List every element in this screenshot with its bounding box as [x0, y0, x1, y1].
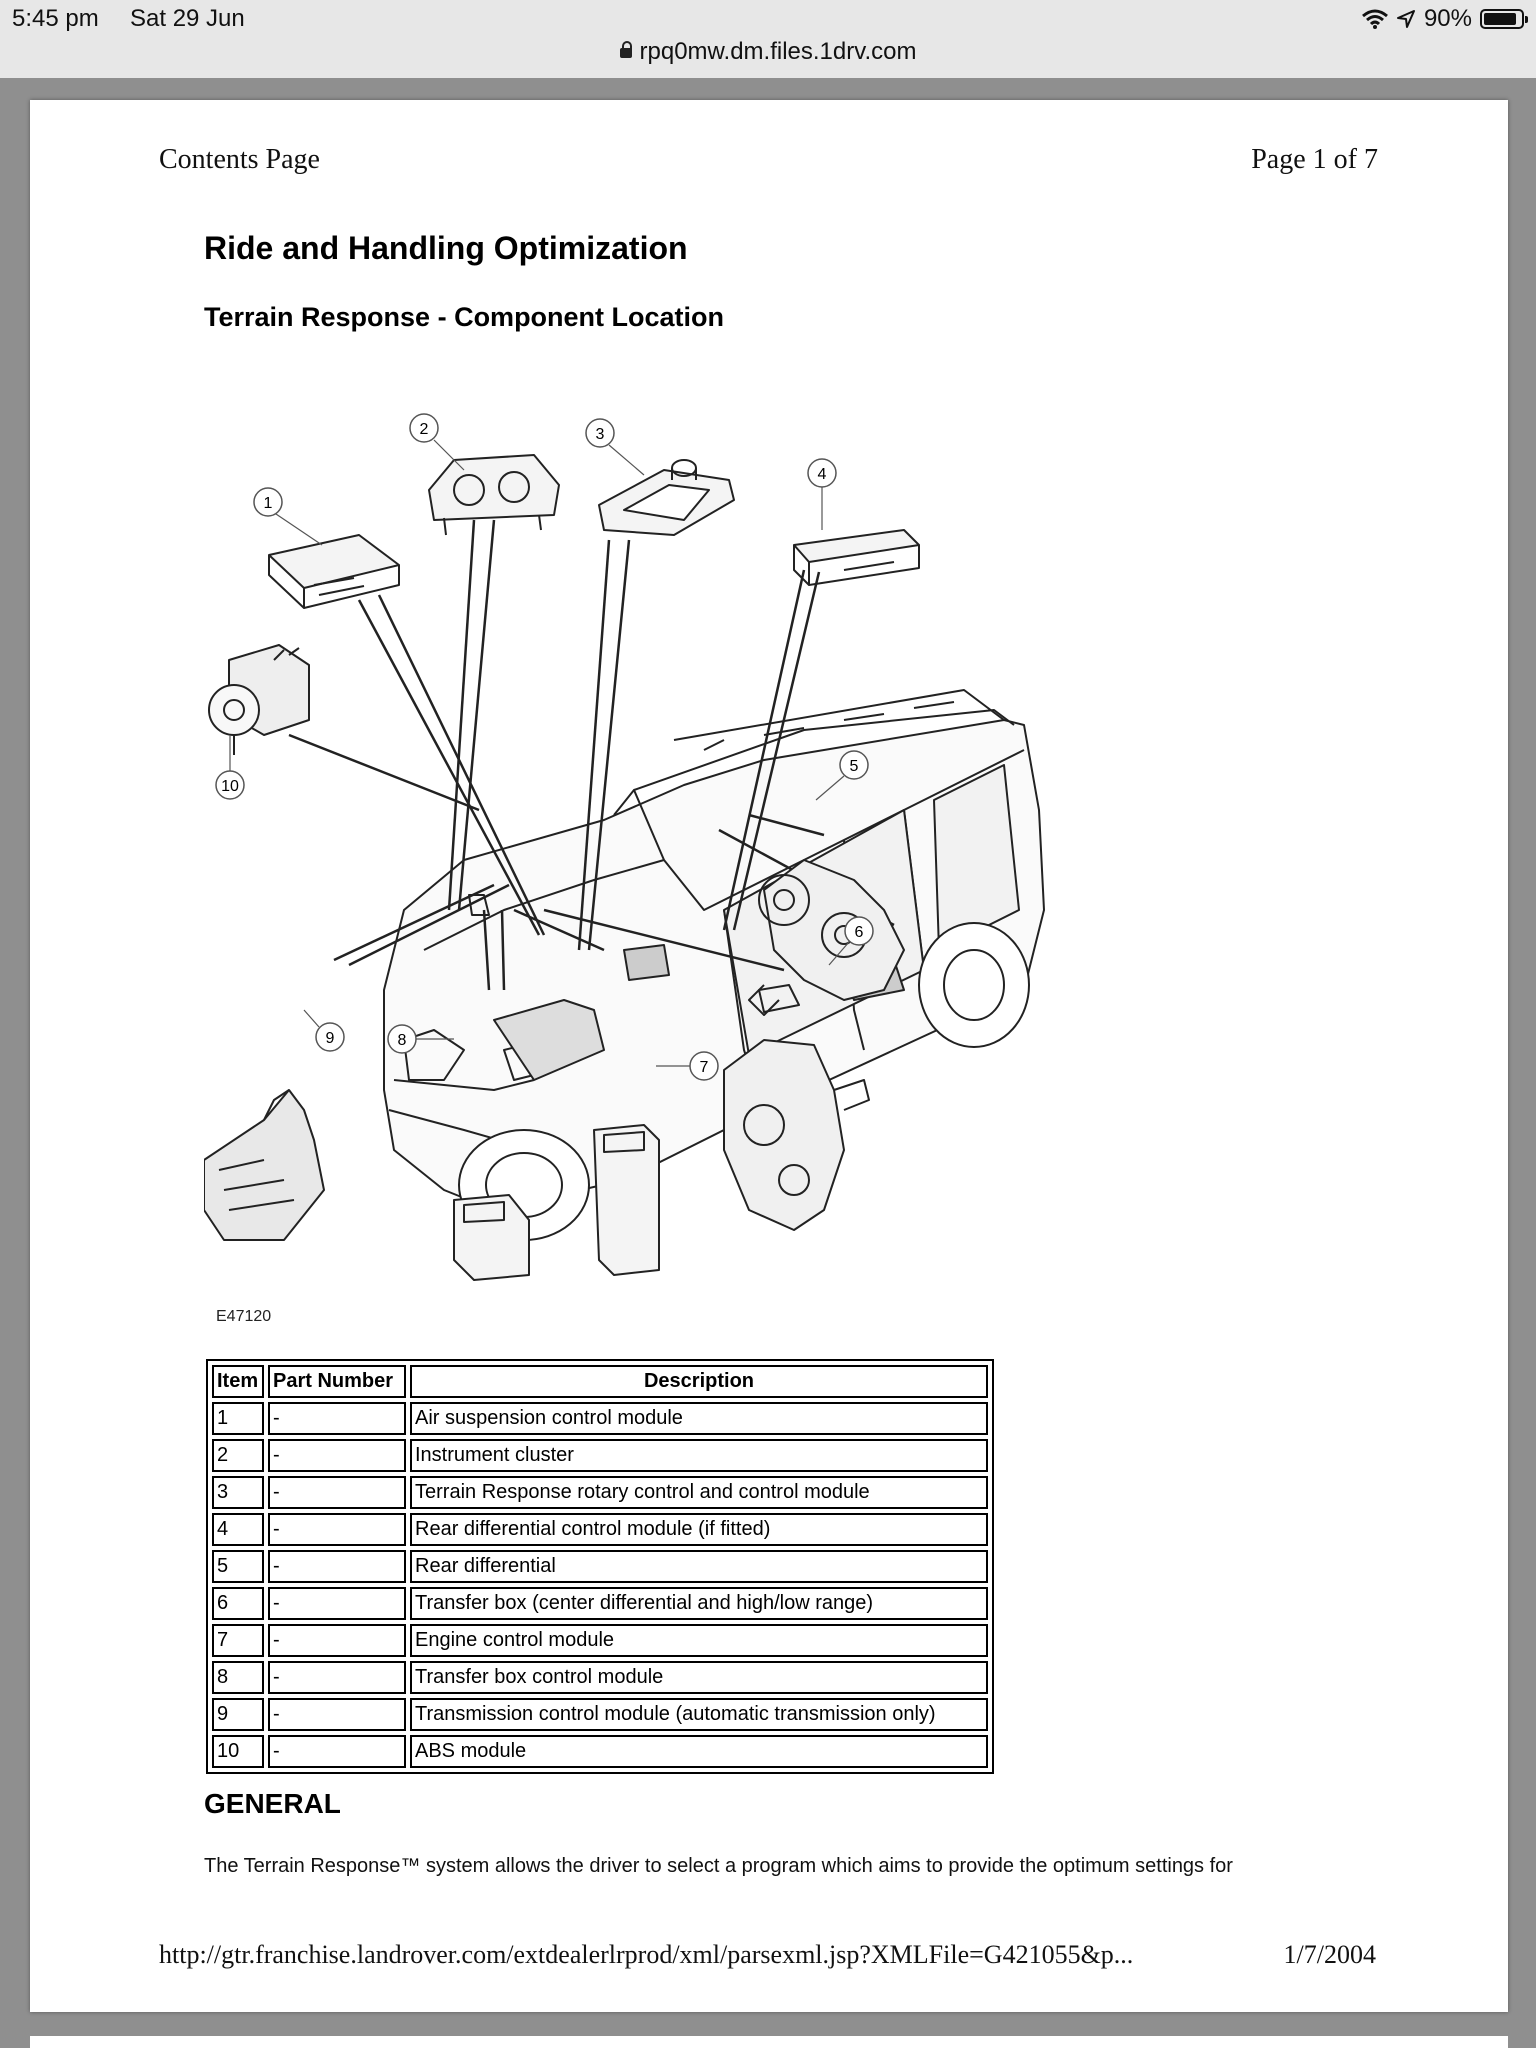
table-row: 3-Terrain Response rotary control and co…	[212, 1476, 988, 1509]
section-heading-general: GENERAL	[204, 1788, 341, 1819]
page-subtitle: Terrain Response - Component Location	[204, 302, 725, 332]
header-contents-page: Contents Page	[159, 144, 320, 175]
table-cell-item: 10	[212, 1735, 264, 1768]
component-transmission-control-module	[204, 1089, 325, 1241]
table-header: Item	[212, 1365, 264, 1398]
callout-2: 2	[409, 413, 465, 471]
table-row: 9-Transmission control module (automatic…	[212, 1698, 988, 1731]
table-cell-part-number: -	[268, 1624, 406, 1657]
svg-text:10: 10	[221, 778, 239, 795]
table-row: 6-Transfer box (center differential and …	[212, 1587, 988, 1620]
table-header: Part Number	[268, 1365, 406, 1398]
component-terrain-response-control	[598, 459, 735, 536]
component-abs-module	[208, 644, 310, 755]
table-cell-item: 9	[212, 1698, 264, 1731]
callout-9: 9	[303, 1009, 345, 1052]
table-cell-description: Terrain Response rotary control and cont…	[410, 1476, 988, 1509]
wifi-icon	[1361, 9, 1388, 29]
lock-icon	[619, 41, 632, 58]
table-cell-item: 3	[212, 1476, 264, 1509]
component-transfer-box	[723, 1039, 870, 1231]
callout-7: 7	[656, 1051, 719, 1081]
component-location-diagram: 1 2 3 4 5 6 7 8 9 10	[204, 413, 1045, 1281]
table-cell-description: ABS module	[410, 1735, 988, 1768]
table-row: 8-Transfer box control module	[212, 1661, 988, 1694]
table-cell-part-number: -	[268, 1550, 406, 1583]
location-arrow-icon	[1396, 10, 1415, 28]
url-text: rpq0mw.dm.files.1drv.com	[639, 38, 917, 65]
battery-icon	[1480, 9, 1528, 29]
table-cell-item: 1	[212, 1402, 264, 1435]
footer-date: 1/7/2004	[1283, 1940, 1376, 1969]
callout-5: 5	[815, 750, 869, 801]
battery-fill	[1484, 13, 1517, 25]
svg-text:9: 9	[326, 1030, 335, 1047]
url-bar[interactable]: rpq0mw.dm.files.1drv.com	[0, 38, 1536, 66]
battery-percentage: 90%	[1423, 5, 1472, 32]
figure-id: E47120	[216, 1308, 272, 1325]
callout-8: 8	[387, 1024, 454, 1054]
svg-text:8: 8	[398, 1032, 407, 1049]
next-page-edge	[30, 2036, 1508, 2048]
callout-6: 6	[828, 916, 874, 966]
table-cell-part-number: -	[268, 1735, 406, 1768]
table-cell-item: 8	[212, 1661, 264, 1694]
table-row: 1-Air suspension control module	[212, 1402, 988, 1435]
document-page: Contents Page Page 1 of 7 Ride and Handl…	[30, 100, 1508, 2012]
page-title: Ride and Handling Optimization	[204, 230, 688, 266]
svg-text:1: 1	[264, 495, 273, 512]
table-row: 10-ABS module	[212, 1735, 988, 1768]
table-cell-item: 5	[212, 1550, 264, 1583]
callout-10: 10	[215, 735, 245, 800]
table-cell-part-number: -	[268, 1698, 406, 1731]
table-cell-part-number: -	[268, 1513, 406, 1546]
svg-text:6: 6	[855, 924, 864, 941]
table-cell-description: Air suspension control module	[410, 1402, 988, 1435]
table-cell-description: Instrument cluster	[410, 1439, 988, 1472]
table-row: 4-Rear differential control module (if f…	[212, 1513, 988, 1546]
table-cell-part-number: -	[268, 1402, 406, 1435]
table-cell-description: Engine control module	[410, 1624, 988, 1657]
component-transfer-box-module	[453, 1194, 530, 1281]
parts-table: Item Part Number Description 1-Air suspe…	[206, 1359, 994, 1774]
general-paragraph: The Terrain Response™ system allows the …	[204, 1855, 1233, 1877]
table-row: 5-Rear differential	[212, 1550, 988, 1583]
header-page-number: Page 1 of 7	[1251, 144, 1378, 175]
table-cell-description: Transfer box control module	[410, 1661, 988, 1694]
table-header-row: Item Part Number Description	[212, 1365, 988, 1398]
callout-4: 4	[807, 458, 837, 530]
table-cell-description: Transmission control module (automatic t…	[410, 1698, 988, 1731]
footer-url: http://gtr.franchise.landrover.com/extde…	[159, 1940, 1134, 1969]
callouts: 1 2 3 4 5 6 7 8 9 10	[215, 413, 874, 1081]
table-header: Description	[410, 1365, 988, 1398]
component-engine-control-module	[593, 1124, 660, 1276]
callout-3: 3	[585, 418, 645, 476]
table-cell-item: 6	[212, 1587, 264, 1620]
table-cell-description: Transfer box (center differential and hi…	[410, 1587, 988, 1620]
table-cell-part-number: -	[268, 1439, 406, 1472]
svg-text:2: 2	[420, 421, 429, 438]
table-row: 7-Engine control module	[212, 1624, 988, 1657]
table-cell-description: Rear differential control module (if fit…	[410, 1513, 988, 1546]
table-cell-description: Rear differential	[410, 1550, 988, 1583]
svg-text:7: 7	[700, 1059, 709, 1076]
table-cell-part-number: -	[268, 1476, 406, 1509]
status-icons: 90%	[1361, 5, 1528, 33]
table-cell-part-number: -	[268, 1587, 406, 1620]
component-air-suspension-module	[268, 534, 400, 609]
svg-text:5: 5	[850, 758, 859, 775]
status-date: Sat 29 Jun	[130, 5, 245, 32]
status-bar: 5:45 pm Sat 29 Jun 90% rpq0mw.dm.files.1…	[0, 0, 1536, 78]
table-cell-item: 7	[212, 1624, 264, 1657]
callout-1: 1	[253, 487, 323, 546]
svg-text:4: 4	[818, 466, 827, 483]
table-cell-item: 4	[212, 1513, 264, 1546]
status-time: 5:45 pm	[12, 5, 99, 32]
svg-text:3: 3	[596, 426, 605, 443]
table-cell-item: 2	[212, 1439, 264, 1472]
table-row: 2-Instrument cluster	[212, 1439, 988, 1472]
table-cell-part-number: -	[268, 1661, 406, 1694]
vehicle-illustration	[383, 689, 1045, 1241]
component-rear-diff-module	[793, 529, 920, 586]
